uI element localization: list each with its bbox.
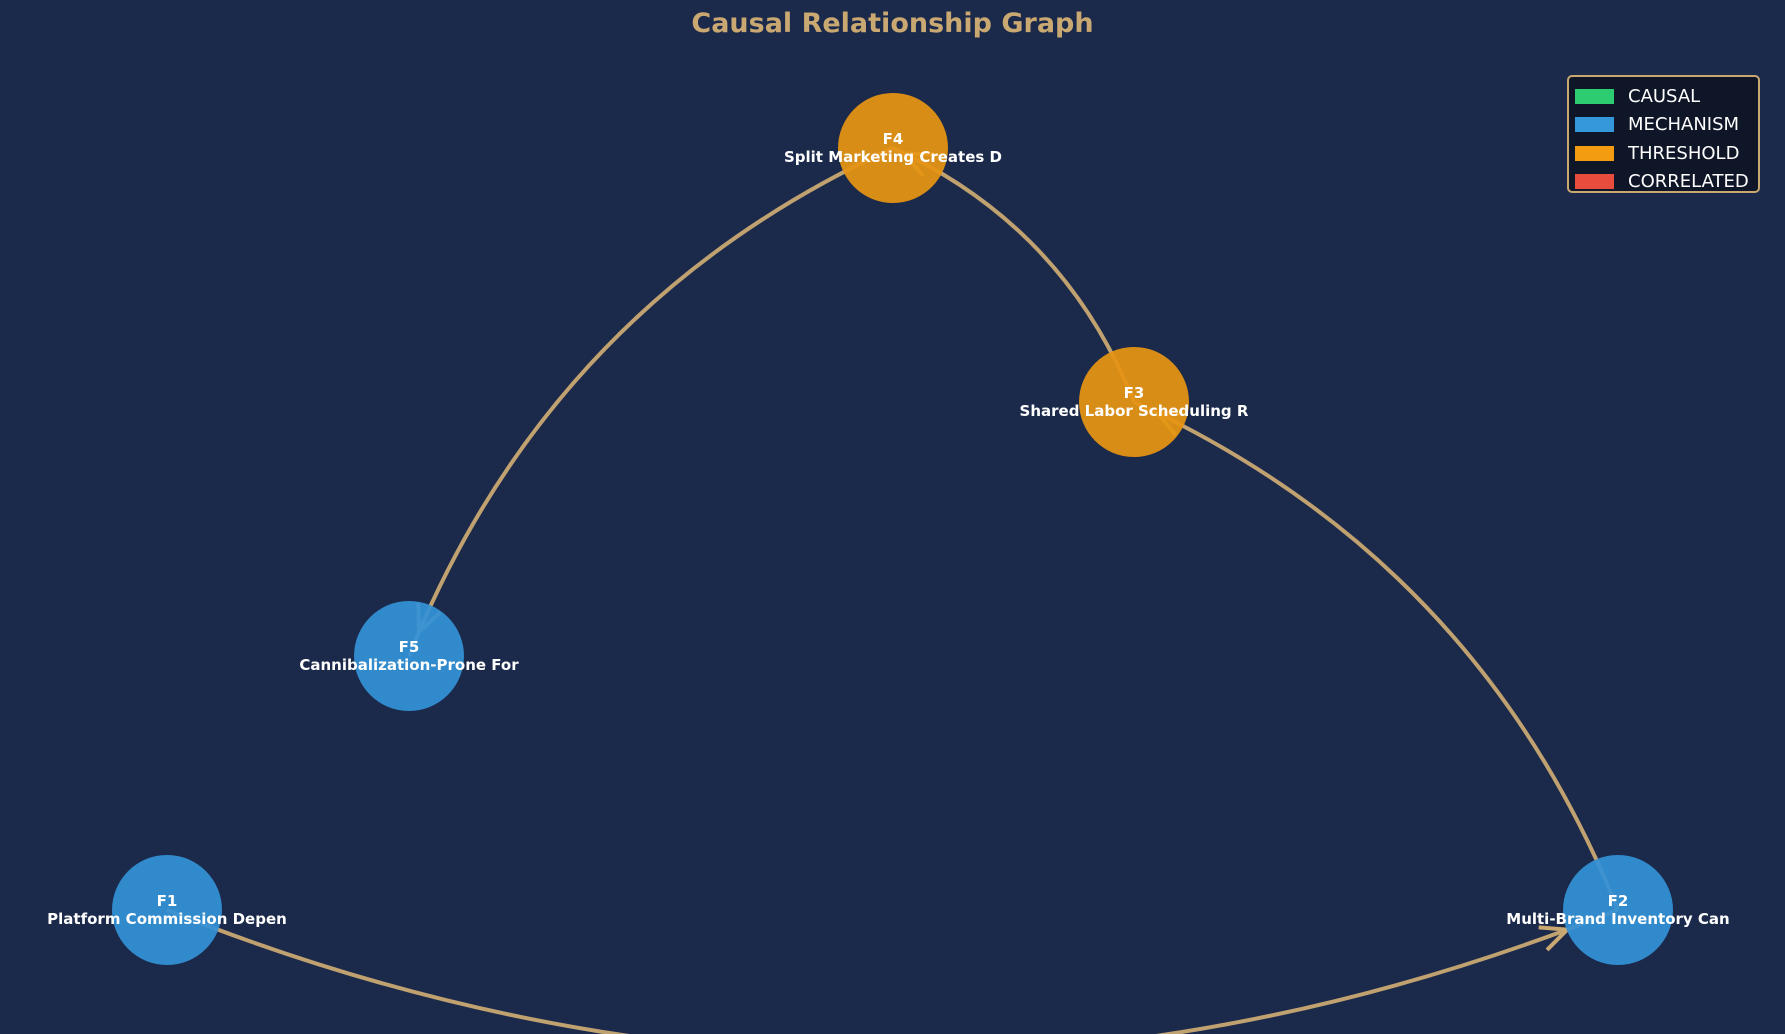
- edges-layer: [166, 146, 1620, 1034]
- legend-item-causal: CAUSAL: [1575, 82, 1752, 111]
- edge-f4-f5: [407, 146, 894, 657]
- node-circle: [838, 93, 948, 203]
- node-id: F4: [883, 130, 904, 148]
- legend-swatch: [1575, 117, 1614, 133]
- node-label: Cannibalization-Prone For: [299, 656, 519, 674]
- node-label: Shared Labor Scheduling R: [1020, 402, 1249, 420]
- node-circle: [1563, 855, 1673, 965]
- legend-swatch: [1575, 174, 1614, 190]
- legend: CAUSAL MECHANISM THRESHOLD CORRELATED: [1567, 75, 1760, 193]
- node-label: Multi-Brand Inventory Can: [1506, 910, 1729, 928]
- legend-item-correlated: CORRELATED: [1575, 168, 1752, 197]
- legend-item-threshold: THRESHOLD: [1575, 139, 1752, 168]
- legend-label: MECHANISM: [1628, 114, 1740, 136]
- node-id: F2: [1608, 892, 1629, 910]
- legend-label: CAUSAL: [1628, 85, 1701, 107]
- legend-label: CORRELATED: [1628, 171, 1749, 193]
- diagram-title: Causal Relationship Graph: [691, 8, 1094, 39]
- node-circle: [112, 855, 222, 965]
- legend-item-mechanism: MECHANISM: [1575, 111, 1752, 140]
- legend-label: THRESHOLD: [1628, 142, 1740, 164]
- node-label: Split Marketing Creates D: [784, 148, 1002, 166]
- edge-f2-f3: [1133, 400, 1620, 911]
- node-id: F5: [399, 638, 420, 656]
- legend-swatch: [1575, 145, 1614, 161]
- legend-swatch: [1575, 88, 1614, 104]
- node-label: Platform Commission Depen: [47, 910, 287, 928]
- node-id: F1: [157, 892, 178, 910]
- node-circle: [354, 601, 464, 711]
- edge-f1-f2: [166, 908, 1619, 1034]
- node-circle: [1079, 347, 1189, 457]
- node-id: F3: [1124, 384, 1145, 402]
